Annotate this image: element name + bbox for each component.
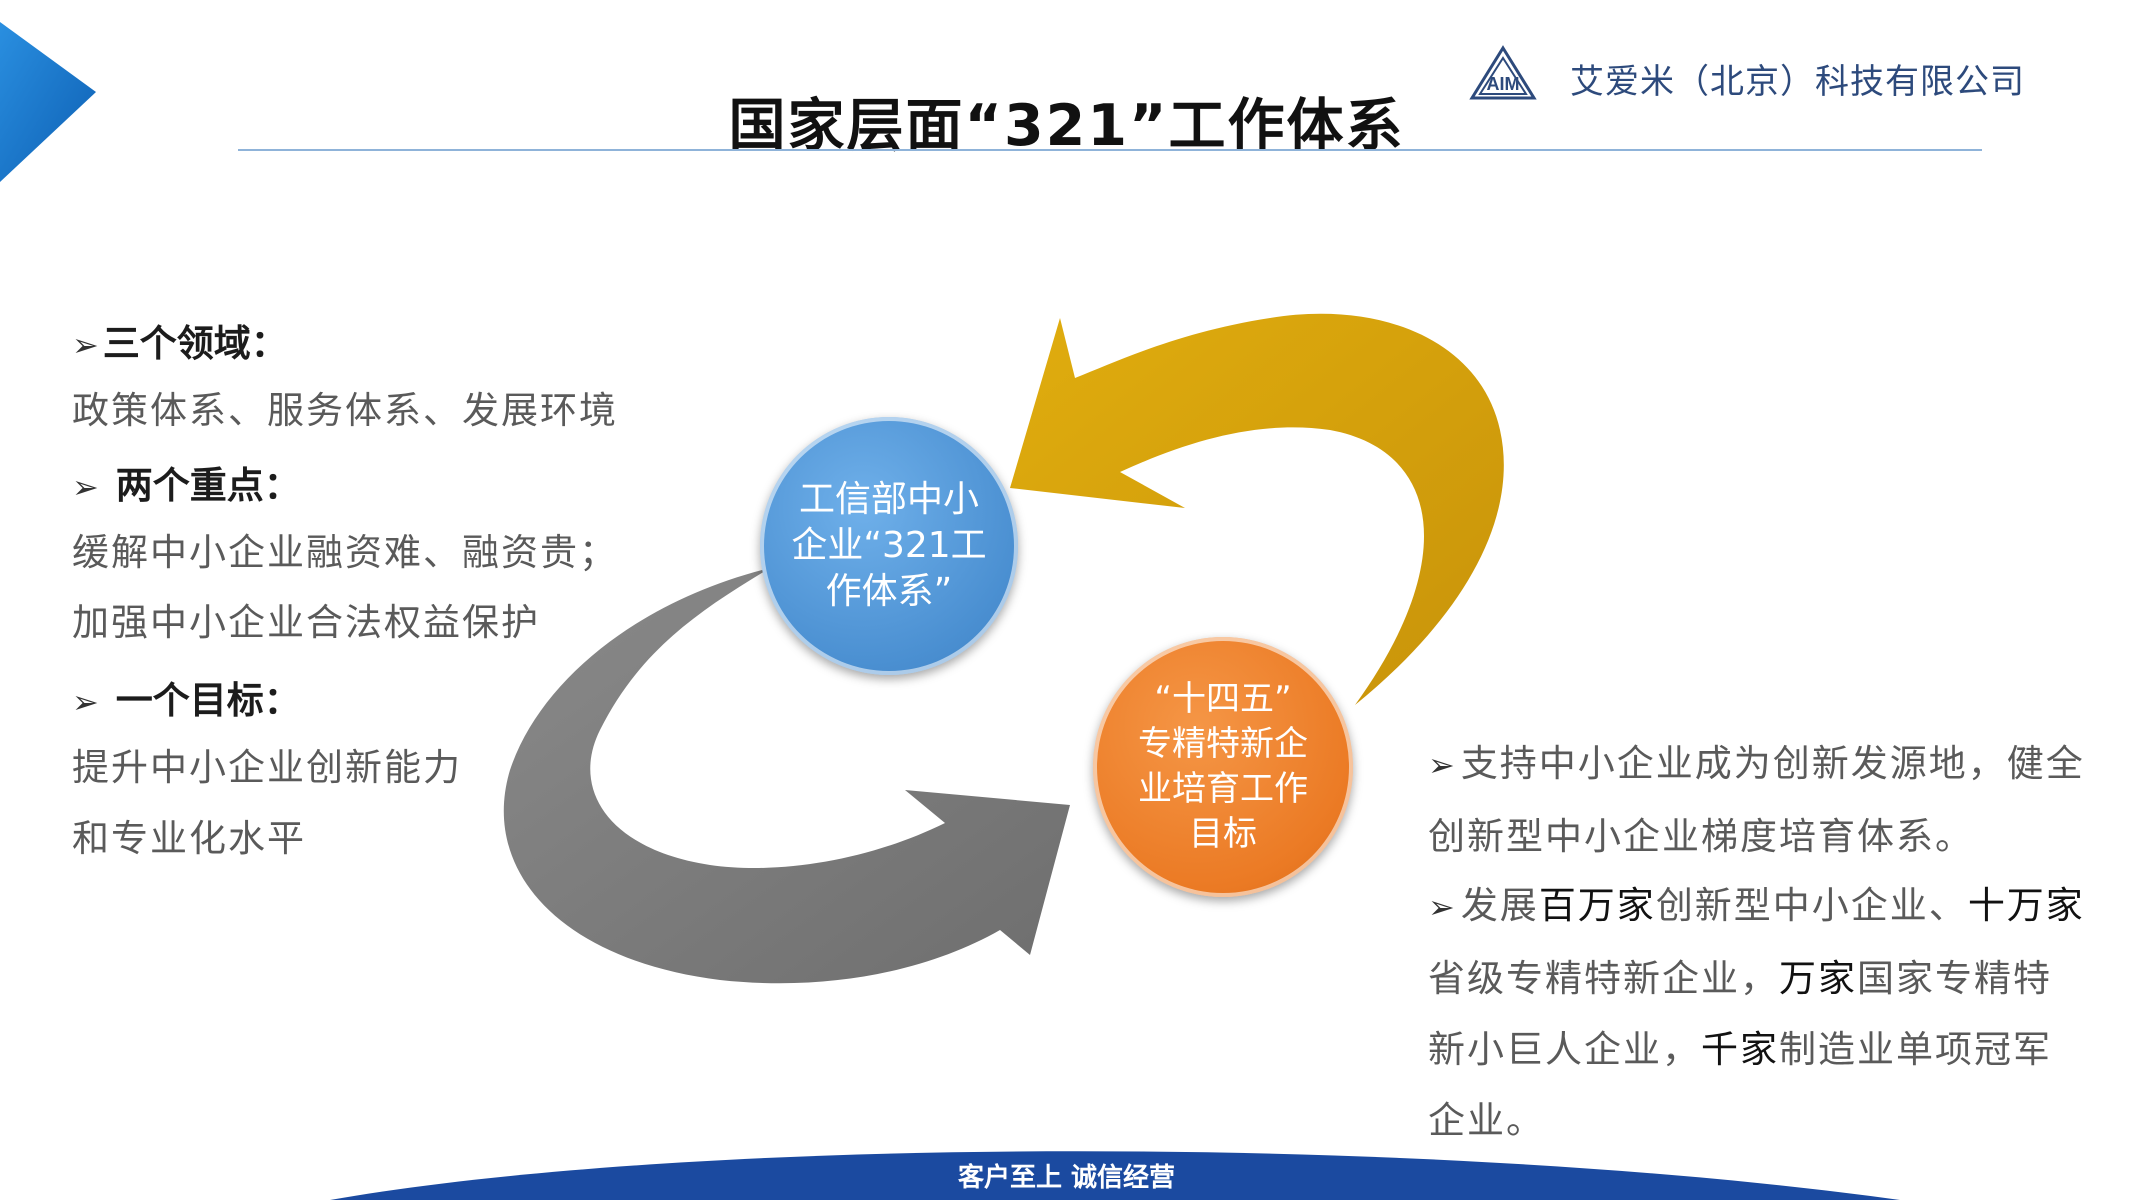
arrow-bullet-icon: ➢ [1428, 746, 1457, 784]
arrow-bullet-icon: ➢ [72, 326, 99, 364]
company-logo-icon: AIM [1469, 45, 1537, 100]
circle-text-line: “十四五” [1154, 679, 1292, 719]
circle-text-line: 专精特新企 [1138, 724, 1308, 764]
right-paragraph-development-targets: ➢发展百万家创新型中小企业、十万家省级专精特新企业，万家国家专精特新小巨人企业，… [1428, 884, 2085, 1142]
section-heading-one-goal: ➢ 一个目标： [72, 679, 301, 722]
gray-curved-arrow [503, 568, 1070, 984]
right-paragraph-innovation-source: ➢支持中小企业成为创新发源地，健全创新型中小企业梯度培育体系。 [1428, 742, 2085, 858]
circle-text-line: 目标 [1189, 814, 1257, 854]
arrow-bullet-icon: ➢ [1428, 888, 1457, 926]
orange-circle-14th-five-year-goal: “十四五” 专精特新企 业培育工作 目标 [1093, 637, 1353, 897]
section-heading-two-focuses: ➢ 两个重点： [72, 464, 301, 507]
circle-text-line: 企业“321工 [791, 525, 987, 566]
arrow-bullet-icon: ➢ [72, 683, 99, 721]
page-title: 国家层面“321”工作体系 [728, 93, 1405, 159]
corner-triangle-decoration [0, 22, 96, 182]
circle-text-line: 作体系” [825, 571, 953, 612]
section-heading-three-fields: ➢三个领域： [72, 322, 288, 365]
company-name: 艾爱米（北京）科技有限公司 [1570, 62, 2025, 102]
gold-curved-arrow [1010, 313, 1504, 705]
section-body-line: 政策体系、服务体系、发展环境 [72, 389, 618, 432]
circle-text-line: 工信部中小 [798, 479, 979, 520]
footer-slogan: 客户至上 诚信经营 [957, 1163, 1176, 1193]
section-body-line: 和专业化水平 [72, 817, 306, 860]
arrow-bullet-icon: ➢ [72, 468, 99, 506]
section-body-line: 缓解中小企业融资难、融资贵； [72, 531, 618, 574]
logo-text: AIM [1487, 74, 1520, 94]
title-divider [238, 149, 1982, 151]
footer-wave-banner [330, 1151, 1900, 1200]
section-body-line: 提升中小企业创新能力 [72, 746, 462, 789]
section-body-line: 加强中小企业合法权益保护 [72, 601, 540, 644]
blue-circle-321-system: 工信部中小 企业“321工 作体系” [760, 417, 1018, 675]
circle-text-line: 业培育工作 [1138, 769, 1308, 809]
